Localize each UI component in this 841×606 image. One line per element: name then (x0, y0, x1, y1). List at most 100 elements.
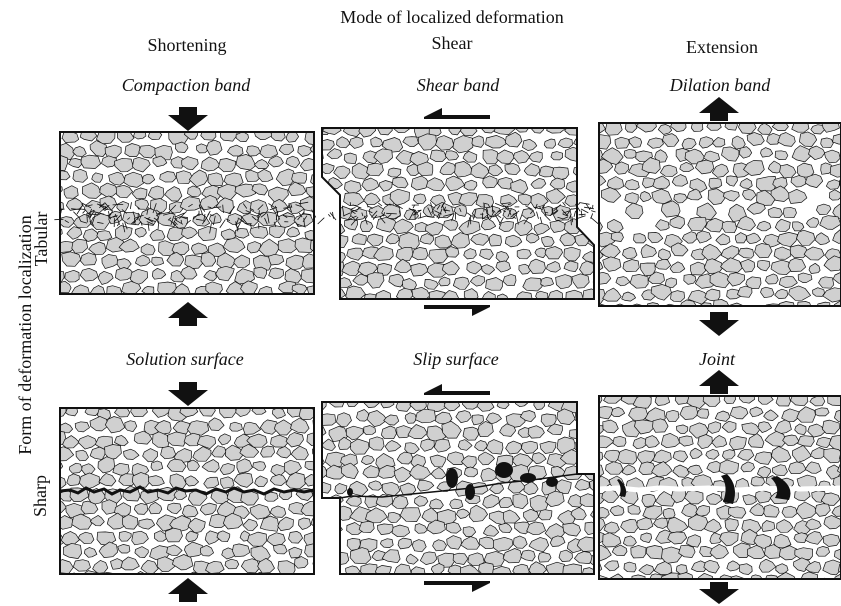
grain (235, 132, 249, 142)
grain (275, 168, 296, 187)
grain (138, 518, 156, 530)
grain (558, 549, 573, 562)
grain (529, 494, 549, 512)
grain (794, 547, 813, 560)
grain (278, 143, 295, 155)
grain (771, 446, 792, 463)
fracture-mark (295, 204, 302, 207)
grain (674, 396, 691, 405)
grain (387, 511, 401, 523)
grain (412, 539, 427, 553)
grain (683, 273, 697, 285)
grain (413, 193, 427, 204)
grain (457, 439, 473, 451)
fracture-mark (198, 204, 203, 215)
grain (443, 219, 459, 231)
panel-title-solution-surface: Solution surface (126, 349, 244, 369)
grain (194, 286, 209, 294)
grain (738, 146, 753, 159)
grain (123, 292, 130, 294)
grain (123, 171, 145, 188)
grain (545, 490, 565, 508)
column-header-shortening: Shortening (147, 35, 227, 55)
grain (821, 123, 840, 133)
grain (546, 423, 563, 435)
fracture-mark (260, 212, 267, 218)
grain (338, 436, 353, 450)
grain (80, 252, 97, 266)
compaction-band-zone (54, 201, 317, 234)
grain (763, 504, 780, 518)
grain (816, 203, 832, 215)
grain (383, 414, 400, 426)
grain (790, 396, 809, 407)
grain-texture (322, 128, 594, 315)
grain (742, 494, 757, 506)
grain (523, 163, 541, 177)
grain (523, 508, 539, 523)
grain (446, 521, 462, 534)
grain (101, 499, 118, 515)
grain (496, 402, 510, 410)
grain (60, 476, 67, 490)
grain (757, 123, 773, 135)
grain (156, 556, 177, 573)
grain (641, 493, 657, 507)
grain (366, 162, 384, 177)
grain (60, 142, 75, 160)
grain (502, 274, 517, 287)
fracture-mark (444, 206, 446, 211)
fracture-mark (302, 213, 312, 216)
grain (681, 137, 697, 150)
grain (368, 480, 383, 491)
grain (799, 131, 818, 147)
grain (573, 136, 587, 147)
grain (556, 408, 576, 425)
grain (549, 177, 566, 190)
grain (322, 464, 329, 478)
grain (60, 270, 65, 283)
grain (169, 515, 191, 533)
grain (760, 286, 775, 299)
grain (395, 149, 415, 165)
grain (336, 580, 350, 590)
grain (462, 150, 478, 163)
grain (711, 435, 728, 448)
grain (115, 184, 133, 199)
grain (728, 506, 747, 519)
grain (302, 575, 320, 588)
grain (634, 419, 655, 435)
fracture-mark (168, 204, 177, 213)
grain (504, 234, 523, 248)
grain (306, 285, 314, 294)
grain (167, 431, 187, 447)
grain (411, 247, 429, 261)
grain (602, 287, 622, 302)
grain (77, 531, 95, 545)
grain (441, 290, 460, 299)
grain (220, 228, 237, 240)
grain (328, 250, 346, 265)
grain (245, 169, 262, 183)
fracture-mark (562, 213, 568, 217)
grain (445, 246, 460, 258)
grain (757, 466, 772, 478)
grain (518, 263, 532, 275)
grain (599, 575, 609, 579)
grain (823, 515, 841, 530)
grain (283, 459, 302, 476)
fracture-mark (507, 205, 512, 216)
grain (774, 419, 792, 435)
grain (71, 513, 93, 530)
grain (365, 507, 388, 524)
grain (200, 251, 217, 267)
grain (341, 260, 361, 277)
grain (277, 212, 296, 229)
grain (367, 302, 383, 315)
grain (124, 143, 141, 157)
grain-texture (322, 402, 594, 590)
grain (767, 206, 783, 218)
grain (763, 409, 779, 421)
grain (452, 135, 474, 154)
grain (463, 466, 478, 478)
